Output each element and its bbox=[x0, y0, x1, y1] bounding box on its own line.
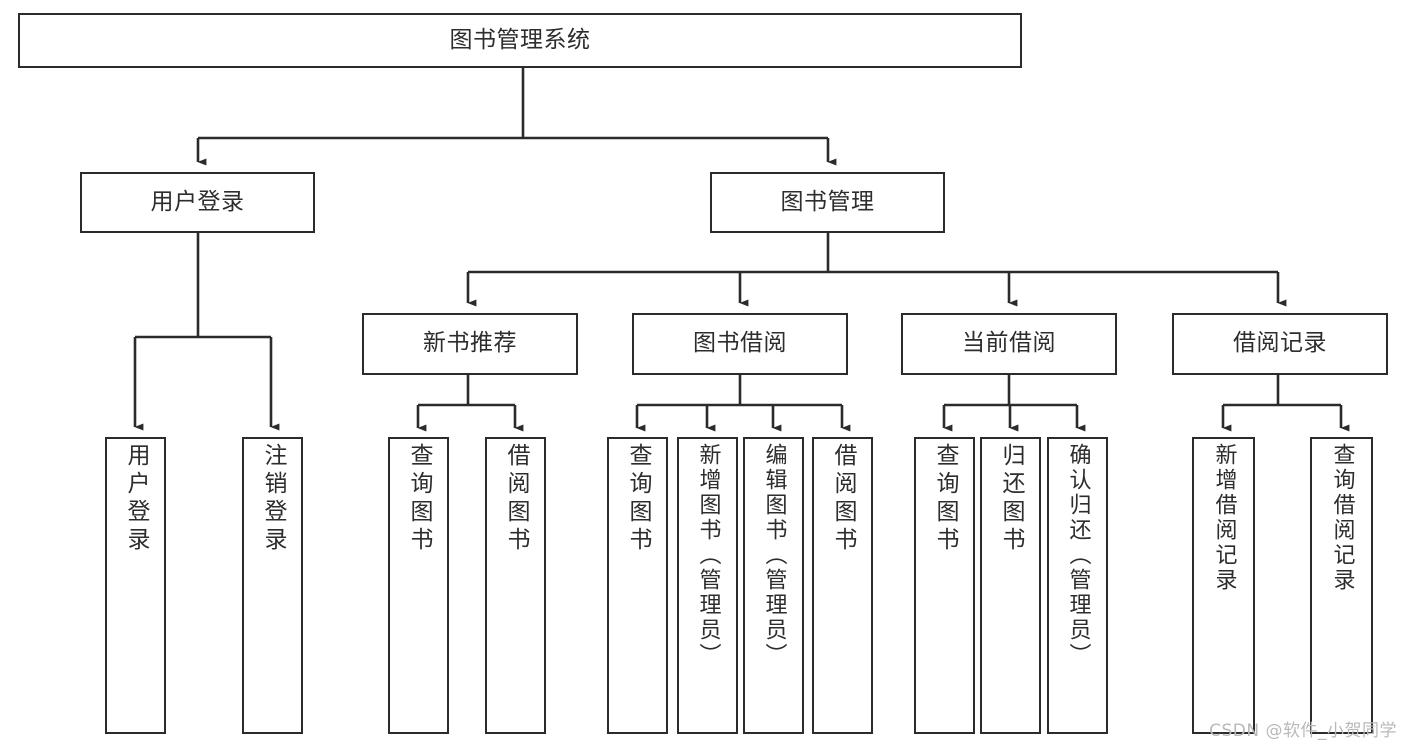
node-leaf-query-book-2[interactable]: 查询图书 bbox=[607, 437, 668, 734]
node-leaf-add-record[interactable]: 新增借阅记录 bbox=[1192, 437, 1255, 734]
node-new-book-recommend[interactable]: 新书推荐 bbox=[362, 313, 578, 375]
node-borrow-record-label: 借阅记录 bbox=[1233, 330, 1327, 357]
node-leaf-user-login[interactable]: 用户登录 bbox=[105, 437, 166, 734]
node-leaf-add-record-label: 新增借阅记录 bbox=[1211, 443, 1237, 593]
node-leaf-borrow-book-1[interactable]: 借阅图书 bbox=[485, 437, 546, 734]
node-user-login-label: 用户登录 bbox=[150, 188, 245, 215]
node-user-login[interactable]: 用户登录 bbox=[80, 172, 315, 233]
node-root[interactable]: 图书管理系统 bbox=[18, 13, 1022, 68]
node-book-borrow[interactable]: 图书借阅 bbox=[632, 313, 848, 375]
node-current-borrow[interactable]: 当前借阅 bbox=[901, 313, 1117, 375]
node-leaf-logout-login[interactable]: 注销登录 bbox=[242, 437, 303, 734]
node-leaf-borrow-book-2-label: 借阅图书 bbox=[830, 443, 856, 555]
node-leaf-logout-login-label: 注销登录 bbox=[260, 443, 286, 555]
node-leaf-edit-book[interactable]: 编辑图书（管理员） bbox=[743, 437, 804, 734]
node-leaf-query-book-2-label: 查询图书 bbox=[625, 443, 651, 555]
node-leaf-query-book-3-label: 查询图书 bbox=[932, 443, 958, 555]
node-leaf-return-book-label: 归还图书 bbox=[998, 443, 1024, 555]
node-leaf-query-book-1-label: 查询图书 bbox=[406, 443, 432, 555]
node-book-manage[interactable]: 图书管理 bbox=[710, 172, 945, 233]
node-leaf-edit-book-label: 编辑图书（管理员） bbox=[761, 443, 787, 668]
node-root-label: 图书管理系统 bbox=[449, 26, 591, 53]
node-book-borrow-label: 图书借阅 bbox=[693, 330, 787, 357]
node-leaf-query-book-1[interactable]: 查询图书 bbox=[388, 437, 449, 734]
node-leaf-return-book[interactable]: 归还图书 bbox=[980, 437, 1041, 734]
node-leaf-user-login-label: 用户登录 bbox=[123, 443, 149, 555]
node-leaf-add-book[interactable]: 新增图书（管理员） bbox=[677, 437, 738, 734]
node-current-borrow-label: 当前借阅 bbox=[962, 330, 1056, 357]
node-leaf-add-book-label: 新增图书（管理员） bbox=[695, 443, 721, 668]
node-new-book-recommend-label: 新书推荐 bbox=[423, 330, 517, 357]
node-leaf-confirm-return[interactable]: 确认归还（管理员） bbox=[1047, 437, 1108, 734]
node-leaf-borrow-book-1-label: 借阅图书 bbox=[503, 443, 529, 555]
node-leaf-query-record-label: 查询借阅记录 bbox=[1329, 443, 1355, 593]
node-leaf-confirm-return-label: 确认归还（管理员） bbox=[1065, 443, 1091, 668]
node-leaf-query-book-3[interactable]: 查询图书 bbox=[914, 437, 975, 734]
node-borrow-record[interactable]: 借阅记录 bbox=[1172, 313, 1388, 375]
node-book-manage-label: 图书管理 bbox=[780, 188, 875, 215]
node-leaf-borrow-book-2[interactable]: 借阅图书 bbox=[812, 437, 873, 734]
node-leaf-query-record[interactable]: 查询借阅记录 bbox=[1310, 437, 1373, 734]
